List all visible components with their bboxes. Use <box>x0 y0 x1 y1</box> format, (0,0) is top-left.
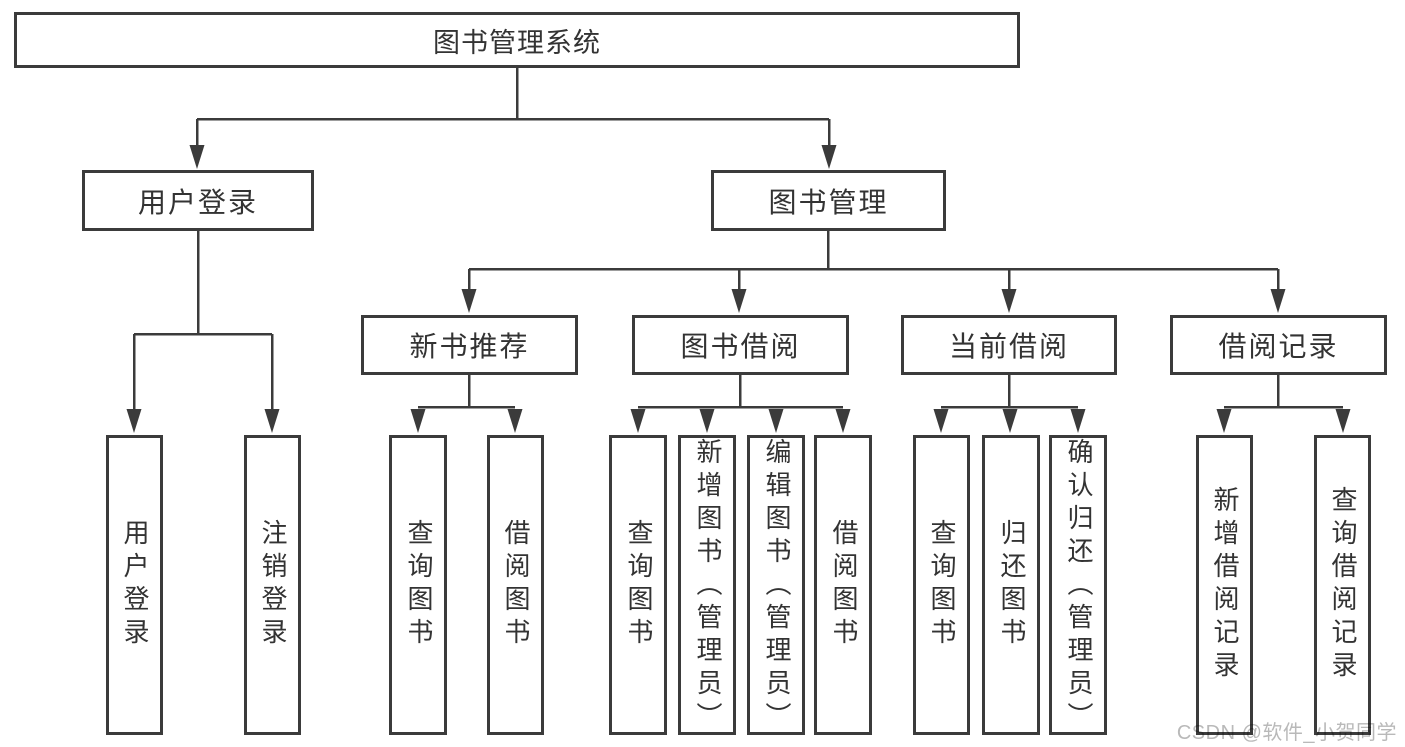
leaf-logout: 注销登录 <box>244 435 301 735</box>
leaf-add-borrow-record: 新增借阅记录 <box>1196 435 1253 735</box>
leaf-user-login: 用户登录 <box>106 435 163 735</box>
csdn-watermark: CSDN @软件_小贺同学 <box>1176 722 1397 744</box>
node-current-borrow: 当前借阅 <box>901 315 1117 375</box>
node-user-login: 用户登录 <box>82 170 314 231</box>
node-book-borrow: 图书借阅 <box>632 315 849 375</box>
leaf-query-books-current: 查询图书 <box>913 435 970 735</box>
leaf-borrow-books: 借阅图书 <box>814 435 872 735</box>
node-new-book-recommend: 新书推荐 <box>361 315 578 375</box>
leaf-edit-books-admin: 编辑图书（管理员） <box>747 435 805 735</box>
arrowheads <box>126 145 1351 433</box>
leaf-query-books-recommend: 查询图书 <box>389 435 447 735</box>
leaf-return-books: 归还图书 <box>982 435 1040 735</box>
leaf-add-books-admin: 新增图书（管理员） <box>678 435 736 735</box>
leaf-query-books-borrow: 查询图书 <box>609 435 667 735</box>
node-book-management: 图书管理 <box>711 170 946 231</box>
node-library-management-system: 图书管理系统 <box>14 12 1020 68</box>
leaf-query-borrow-record: 查询借阅记录 <box>1314 435 1371 735</box>
node-borrow-record: 借阅记录 <box>1170 315 1387 375</box>
leaf-confirm-return-admin: 确认归还（管理员） <box>1049 435 1107 735</box>
leaf-borrow-books-recommend: 借阅图书 <box>487 435 544 735</box>
